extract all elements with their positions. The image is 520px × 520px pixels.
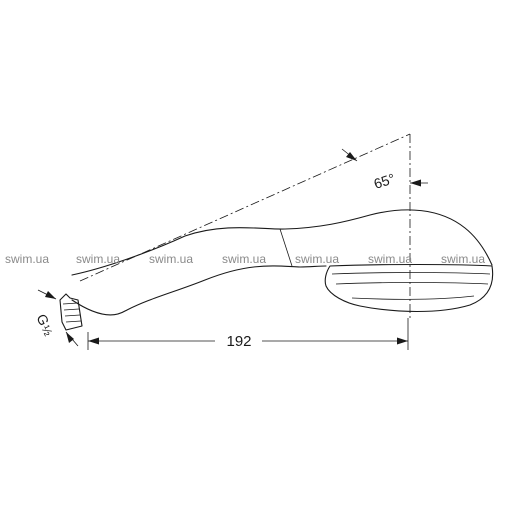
watermark-text: swim.ua	[295, 252, 339, 266]
spray-plate-ring	[331, 272, 491, 275]
watermark-text: swim.ua	[149, 252, 193, 266]
dimension-arrow-left	[88, 337, 99, 345]
thread-line	[63, 308, 80, 311]
shower-handle-outline	[71, 209, 493, 276]
spray-plate-ring	[335, 282, 489, 285]
watermark-text: swim.ua	[441, 252, 485, 266]
watermark-text: swim.ua	[5, 252, 49, 266]
thread-arrow-bottom	[66, 332, 74, 343]
thread-line	[64, 314, 81, 317]
angle-arrow-right	[410, 179, 421, 187]
thread-line	[62, 302, 79, 305]
dimension-arrow-right	[397, 337, 408, 345]
shower-handle-underside	[71, 265, 327, 316]
thread-arrow-top	[45, 291, 56, 299]
thread-connector	[59, 293, 83, 331]
handle-seam	[279, 228, 293, 267]
watermark-text: swim.ua	[368, 252, 412, 266]
thread-line	[65, 320, 82, 323]
shower-head-face	[324, 263, 494, 313]
watermark-text: swim.ua	[222, 252, 266, 266]
watermark-text: swim.ua	[76, 252, 120, 266]
thread-size-label: G ½	[33, 311, 55, 338]
spray-plate-ring	[351, 295, 475, 300]
length-dimension-label: 192	[226, 333, 251, 350]
angle-dimension-label: 65°	[372, 170, 397, 192]
angle-arrow-left	[346, 152, 357, 161]
